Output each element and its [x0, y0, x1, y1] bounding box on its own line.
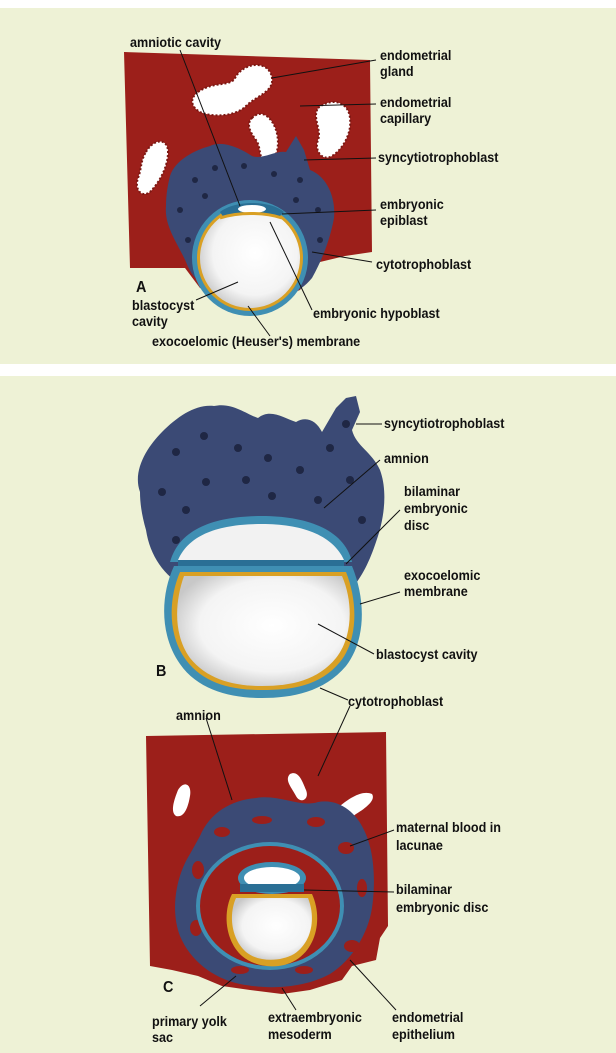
label-endometrial-epithelium-1: endometrial	[392, 1010, 463, 1025]
label-primary-yolk-1: primary yolk	[152, 1014, 227, 1029]
label-endometrial-capillary-2: capillary	[380, 111, 431, 126]
label-bilaminar-c-1: bilaminar	[396, 882, 452, 897]
label-endometrial-gland-1: endometrial	[380, 48, 451, 63]
label-embryonic-hypoblast: embryonic hypoblast	[313, 306, 440, 321]
label-embryonic-epiblast-1: embryonic	[380, 197, 444, 212]
panel-b-drawing	[138, 396, 400, 700]
label-exocoelomic-b-1: exocoelomic	[404, 568, 480, 583]
label-amnion-c: amnion	[176, 708, 221, 723]
panel-b-blastocyst-cavity	[177, 576, 350, 686]
label-endometrial-gland-2: gland	[380, 64, 414, 79]
label-blastocyst-cavity-2: cavity	[132, 314, 168, 329]
label-bilaminar-b-2: embryonic	[404, 501, 468, 516]
label-exocoelomic-b-2: membrane	[404, 584, 468, 599]
label-amnion-b: amnion	[384, 451, 429, 466]
panel-a-blastocyst-cavity	[200, 208, 300, 308]
label-blastocyst-cavity-b: blastocyst cavity	[376, 647, 478, 662]
label-primary-yolk-2: sac	[152, 1030, 173, 1045]
label-blastocyst-cavity-1: blastocyst	[132, 298, 194, 313]
label-bilaminar-c-2: embryonic disc	[396, 900, 488, 915]
panel-a-drawing	[124, 50, 376, 336]
label-amniotic-cavity: amniotic cavity	[130, 35, 221, 50]
panel-a-letter: A	[136, 280, 146, 295]
label-maternal-blood-1: maternal blood in	[396, 820, 501, 835]
label-cytotrophoblast-a: cytotrophoblast	[376, 257, 471, 272]
panel-b-letter: B	[156, 664, 166, 679]
label-bilaminar-b-1: bilaminar	[404, 484, 460, 499]
label-syncytiotrophoblast-b: syncytiotrophoblast	[384, 416, 504, 431]
label-embryonic-epiblast-2: epiblast	[380, 213, 428, 228]
label-maternal-blood-2: lacunae	[396, 838, 443, 853]
label-cytotrophoblast-b: cytotrophoblast	[348, 694, 443, 709]
panel-c-drawing	[146, 706, 396, 1010]
label-endometrial-capillary-1: endometrial	[380, 95, 451, 110]
panel-c-bilaminar-disc	[240, 884, 304, 892]
label-bilaminar-b-3: disc	[404, 518, 429, 533]
panel-c-letter: C	[163, 980, 173, 995]
label-syncytiotrophoblast-a: syncytiotrophoblast	[378, 150, 498, 165]
panel-a-amniotic-cavity	[238, 205, 266, 213]
label-endometrial-epithelium-2: epithelium	[392, 1027, 455, 1042]
label-extraembryonic-1: extraembryonic	[268, 1010, 362, 1025]
label-exocoelomic-membrane-a: exocoelomic (Heuser's) membrane	[152, 334, 360, 349]
label-extraembryonic-2: mesoderm	[268, 1027, 332, 1042]
